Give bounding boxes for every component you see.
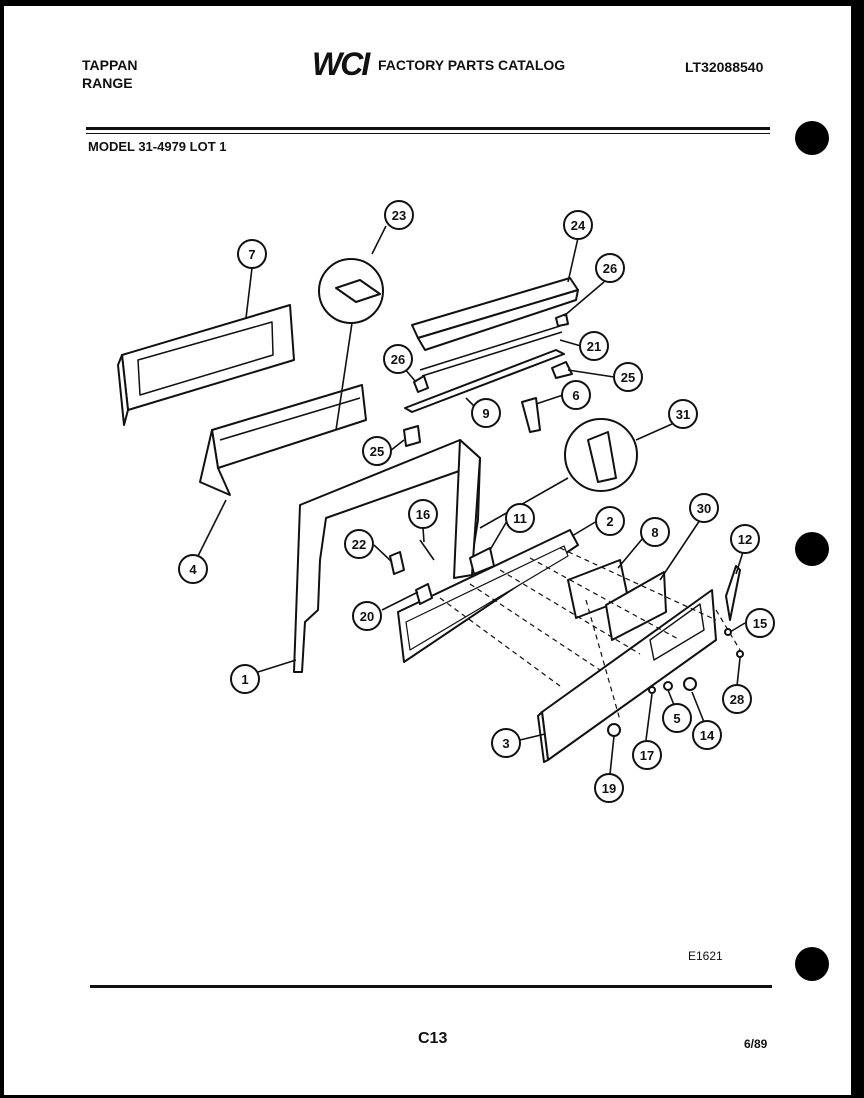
- svg-text:20: 20: [360, 609, 374, 624]
- callout-14: 14: [692, 720, 722, 750]
- svg-text:23: 23: [392, 208, 406, 223]
- binder-hole-middle: [795, 532, 829, 566]
- brand-line-1: TAPPAN: [82, 57, 138, 73]
- top-trim-part: [411, 277, 579, 351]
- catalog-title: FACTORY PARTS CATALOG: [378, 57, 566, 73]
- callout-17: 17: [632, 740, 662, 770]
- callout-19: 19: [594, 773, 624, 803]
- callout-26: 26: [383, 344, 413, 374]
- svg-text:31: 31: [676, 407, 690, 422]
- catalog-number: LT32088540: [685, 59, 764, 75]
- svg-text:16: 16: [416, 507, 430, 522]
- svg-text:17: 17: [640, 748, 654, 763]
- header-rule-thin: [86, 133, 770, 134]
- callout-25-right: 25: [613, 362, 643, 392]
- model-label: MODEL 31-4979 LOT 1: [88, 139, 227, 154]
- binder-hole-top: [795, 121, 829, 155]
- svg-text:15: 15: [753, 616, 767, 631]
- catalog-sheet: TAPPAN RANGE WCI FACTORY PARTS CATALOG L…: [4, 6, 851, 1095]
- callout-3: 3: [491, 728, 521, 758]
- header-rule: [86, 127, 770, 130]
- svg-text:26: 26: [603, 261, 617, 276]
- overlay-part: [605, 571, 667, 641]
- svg-text:30: 30: [697, 501, 711, 516]
- back-panel-part: [117, 304, 295, 426]
- binder-hole-bottom: [795, 947, 829, 981]
- end-bracket-part: [725, 565, 741, 621]
- page-code: C13: [418, 1030, 448, 1047]
- callout-16: 16: [408, 499, 438, 529]
- svg-text:22: 22: [352, 537, 366, 552]
- svg-text:4: 4: [189, 562, 197, 577]
- callout-15: 15: [745, 608, 775, 638]
- callout-28: 28: [722, 684, 752, 714]
- rail-part: [404, 325, 565, 413]
- svg-text:26: 26: [391, 352, 405, 367]
- callout-7: 7: [237, 239, 267, 269]
- detail-circle-31: [479, 418, 673, 529]
- svg-text:28: 28: [730, 692, 744, 707]
- detail-circle-23: [318, 225, 387, 431]
- callout-21: 21: [579, 331, 609, 361]
- svg-text:6: 6: [572, 388, 579, 403]
- svg-text:3: 3: [502, 736, 509, 751]
- wci-logo: WCI: [312, 46, 370, 83]
- control-panel-part: [389, 529, 579, 663]
- svg-text:19: 19: [602, 781, 616, 796]
- svg-text:14: 14: [700, 728, 715, 743]
- svg-text:21: 21: [587, 339, 601, 354]
- brand-line-2: RANGE: [82, 75, 133, 91]
- callout-31: 31: [668, 399, 698, 429]
- callout-23: 23: [384, 200, 414, 230]
- callout-12: 12: [730, 524, 760, 554]
- svg-text:7: 7: [248, 247, 255, 262]
- callout-6: 6: [561, 380, 591, 410]
- svg-text:8: 8: [651, 525, 658, 540]
- callout-24: 24: [563, 210, 593, 240]
- callout-11: 11: [505, 503, 535, 533]
- callout-30: 30: [689, 493, 719, 523]
- assembly-lines: [439, 547, 741, 721]
- callout-8: 8: [640, 517, 670, 547]
- leader-lines: [197, 237, 746, 775]
- manifold-cover-part: [199, 384, 367, 496]
- svg-text:2: 2: [606, 514, 613, 529]
- side-frame-part: [293, 439, 481, 673]
- svg-text:25: 25: [621, 370, 635, 385]
- callout-1: 1: [230, 664, 260, 694]
- backguard-panel-part: [537, 589, 717, 763]
- callout-25-left: 25: [362, 436, 392, 466]
- svg-text:11: 11: [513, 511, 527, 526]
- svg-text:5: 5: [673, 711, 680, 726]
- footer-rule: [90, 985, 772, 988]
- revision-date: 6/89: [744, 1037, 768, 1051]
- callout-22: 22: [344, 529, 374, 559]
- logo-text: WCI: [312, 46, 370, 82]
- callout-26-top: 26: [595, 253, 625, 283]
- svg-text:12: 12: [738, 532, 752, 547]
- svg-text:24: 24: [571, 218, 586, 233]
- callout-4: 4: [178, 554, 208, 584]
- svg-text:9: 9: [482, 406, 489, 421]
- callout-5: 5: [662, 703, 692, 733]
- callout-9: 9: [471, 398, 501, 428]
- callout-2: 2: [595, 506, 625, 536]
- svg-text:25: 25: [370, 444, 384, 459]
- figure-code: E1621: [688, 949, 723, 963]
- svg-text:1: 1: [241, 672, 248, 687]
- callout-20: 20: [352, 601, 382, 631]
- small-hardware-parts: [403, 313, 573, 447]
